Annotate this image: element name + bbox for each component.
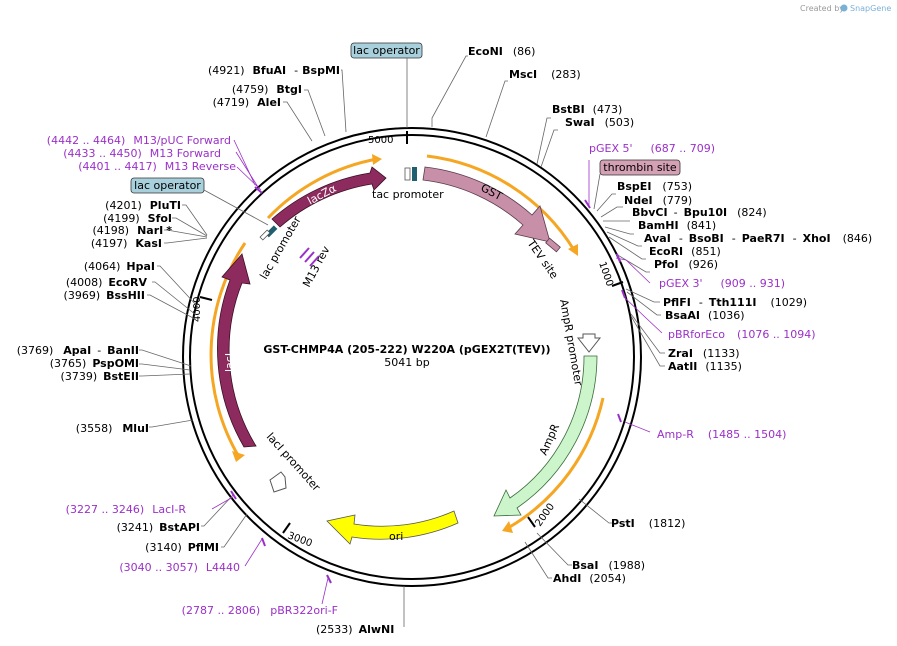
site-apai[interactable]: (3769)ApaI-BanII (17, 344, 139, 357)
lac-operator-left-label: lac operator (134, 179, 201, 192)
site-pluti[interactable]: (4201)PluTI (105, 199, 181, 212)
feature-lacza[interactable] (271, 166, 387, 228)
site-bsai[interactable]: BsaI(1988) (572, 559, 645, 572)
feature-tev-site[interactable] (545, 237, 561, 253)
site-mlui[interactable]: (3558)MluI (76, 422, 149, 435)
site-aatii[interactable]: AatII(1135) (668, 360, 742, 373)
site-bsteii[interactable]: (3739)BstEII (61, 370, 139, 383)
site-swai[interactable]: SwaI(503) (565, 116, 634, 129)
feature-ampr[interactable] (493, 355, 598, 517)
feature-ampr-promoter-label: AmpR promoter (557, 298, 585, 387)
site-bstbi[interactable]: BstBI(473) (552, 103, 622, 116)
lac-operator-left-leader (203, 189, 269, 226)
thrombin-site-label: thrombin site (603, 161, 677, 174)
site-kasi[interactable]: (4197)KasI (91, 237, 162, 250)
site-nari[interactable]: (4198)NarI* (93, 224, 173, 237)
site-leader-lines (139, 55, 665, 627)
lac-promoter-glyph[interactable] (259, 225, 278, 241)
site-bsaai[interactable]: BsaAI(1036) (665, 309, 745, 322)
primer-ampr[interactable]: Amp-R(1485 .. 1504) (657, 428, 786, 441)
lac-operator-left-box[interactable]: lac operator (130, 177, 205, 194)
feature-laci[interactable] (217, 253, 257, 448)
site-bstapi[interactable]: (3241)BstAPI (117, 521, 200, 534)
site-pfoi[interactable]: PfoI(926) (654, 258, 718, 271)
primer-lacir[interactable]: (3227 .. 3246)LacI-R (66, 503, 187, 516)
site-bbvci[interactable]: BbvCI-Bpu10I(824) (632, 206, 767, 219)
site-bspei[interactable]: BspEI(753) (617, 180, 692, 193)
primer-m13fwd[interactable]: (4433 .. 4450)M13 Forward (63, 147, 221, 160)
site-avai[interactable]: AvaI-BsoBI-PaeR7I-XhoI(846) (644, 232, 872, 245)
m13-rev-label: M13 rev (300, 244, 333, 290)
primer-pgex5[interactable]: pGEX 5'(687 .. 709) (589, 142, 715, 155)
tick-marks (199, 131, 624, 534)
snapgene-logo-icon (840, 4, 848, 12)
primer-pbr322ori[interactable]: (2787 .. 2806)pBR322ori-F (182, 604, 338, 617)
primer-m13rev[interactable]: (4401 .. 4417)M13 Reverse (78, 160, 236, 173)
site-pflmi[interactable]: (3140)PflMI (145, 541, 219, 554)
tick-label-1000: 1000 (596, 260, 615, 288)
plasmid-name: GST-CHMP4A (205-222) W220A (pGEX2T(TEV)) (263, 343, 550, 356)
thrombin-site-box[interactable]: thrombin site (599, 159, 681, 176)
site-alei[interactable]: (4719)AleI (213, 96, 281, 109)
lac-operator-top-label: lac operator (353, 44, 420, 57)
credit-brand: SnapGene (850, 4, 891, 13)
tick-label-4000: 4000 (192, 297, 203, 322)
site-psti[interactable]: PstI(1812) (611, 517, 685, 530)
primer-marks (230, 186, 626, 584)
site-ahdi[interactable]: AhdI(2054) (553, 572, 626, 585)
site-zrai[interactable]: ZraI(1133) (668, 347, 740, 360)
site-btgi[interactable]: (4759)BtgI (232, 83, 302, 96)
feature-laci-label: lacI (223, 353, 236, 372)
site-sfoi[interactable]: (4199)SfoI (103, 212, 172, 225)
credit-text: Created by (800, 4, 844, 13)
site-alwni[interactable]: (2533)AlwNI (316, 623, 394, 636)
tac-promoter-glyph[interactable] (404, 167, 417, 181)
site-pflfi[interactable]: PflFI-Tth111I(1029) (663, 296, 807, 309)
site-psp0mi[interactable]: (3765)PspOMI (50, 357, 139, 370)
m13-rev-glyph[interactable] (299, 247, 320, 267)
feature-ori-label: ori (389, 530, 403, 543)
tick-label-5000: 5000 (368, 135, 393, 146)
feature-ori[interactable] (326, 510, 459, 545)
thrombin-site-leader (593, 173, 601, 210)
site-hpai[interactable]: (4064)HpaI (84, 260, 155, 273)
lac-operator-top-box[interactable]: lac operator (350, 42, 423, 59)
feature-gst[interactable] (422, 166, 551, 243)
site-msci[interactable]: MscI(283) (509, 68, 581, 81)
site-bfuai[interactable]: (4921)BfuAI-BspMI (208, 64, 340, 77)
backbone (182, 127, 642, 587)
primer-pbrforeco[interactable]: pBRforEco(1076 .. 1094) (668, 328, 816, 341)
feature-laci-promoter[interactable] (269, 471, 287, 493)
primer-pgex3[interactable]: pGEX 3'(909 .. 931) (659, 277, 785, 290)
site-econi[interactable]: EcoNI(86) (468, 45, 535, 58)
site-bamhi[interactable]: BamHI(841) (638, 219, 716, 232)
primer-m13puc[interactable]: (4442 .. 4464)M13/pUC Forward (47, 134, 231, 147)
tac-promoter-label: tac promoter (372, 188, 444, 201)
feature-ampr-promoter[interactable] (576, 333, 602, 353)
site-bsshii[interactable]: (3969)BssHII (64, 289, 145, 302)
tick-label-3000: 3000 (286, 530, 314, 549)
orf-arrowheads (232, 154, 578, 533)
primer-l4440[interactable]: (3040 .. 3057)L4440 (119, 561, 240, 574)
site-ecori[interactable]: EcoRI(851) (649, 245, 721, 258)
site-ndei[interactable]: NdeI(779) (624, 194, 692, 207)
plasmid-length: 5041 bp (384, 356, 429, 369)
site-ecorv[interactable]: (4008)EcoRV (66, 276, 148, 289)
